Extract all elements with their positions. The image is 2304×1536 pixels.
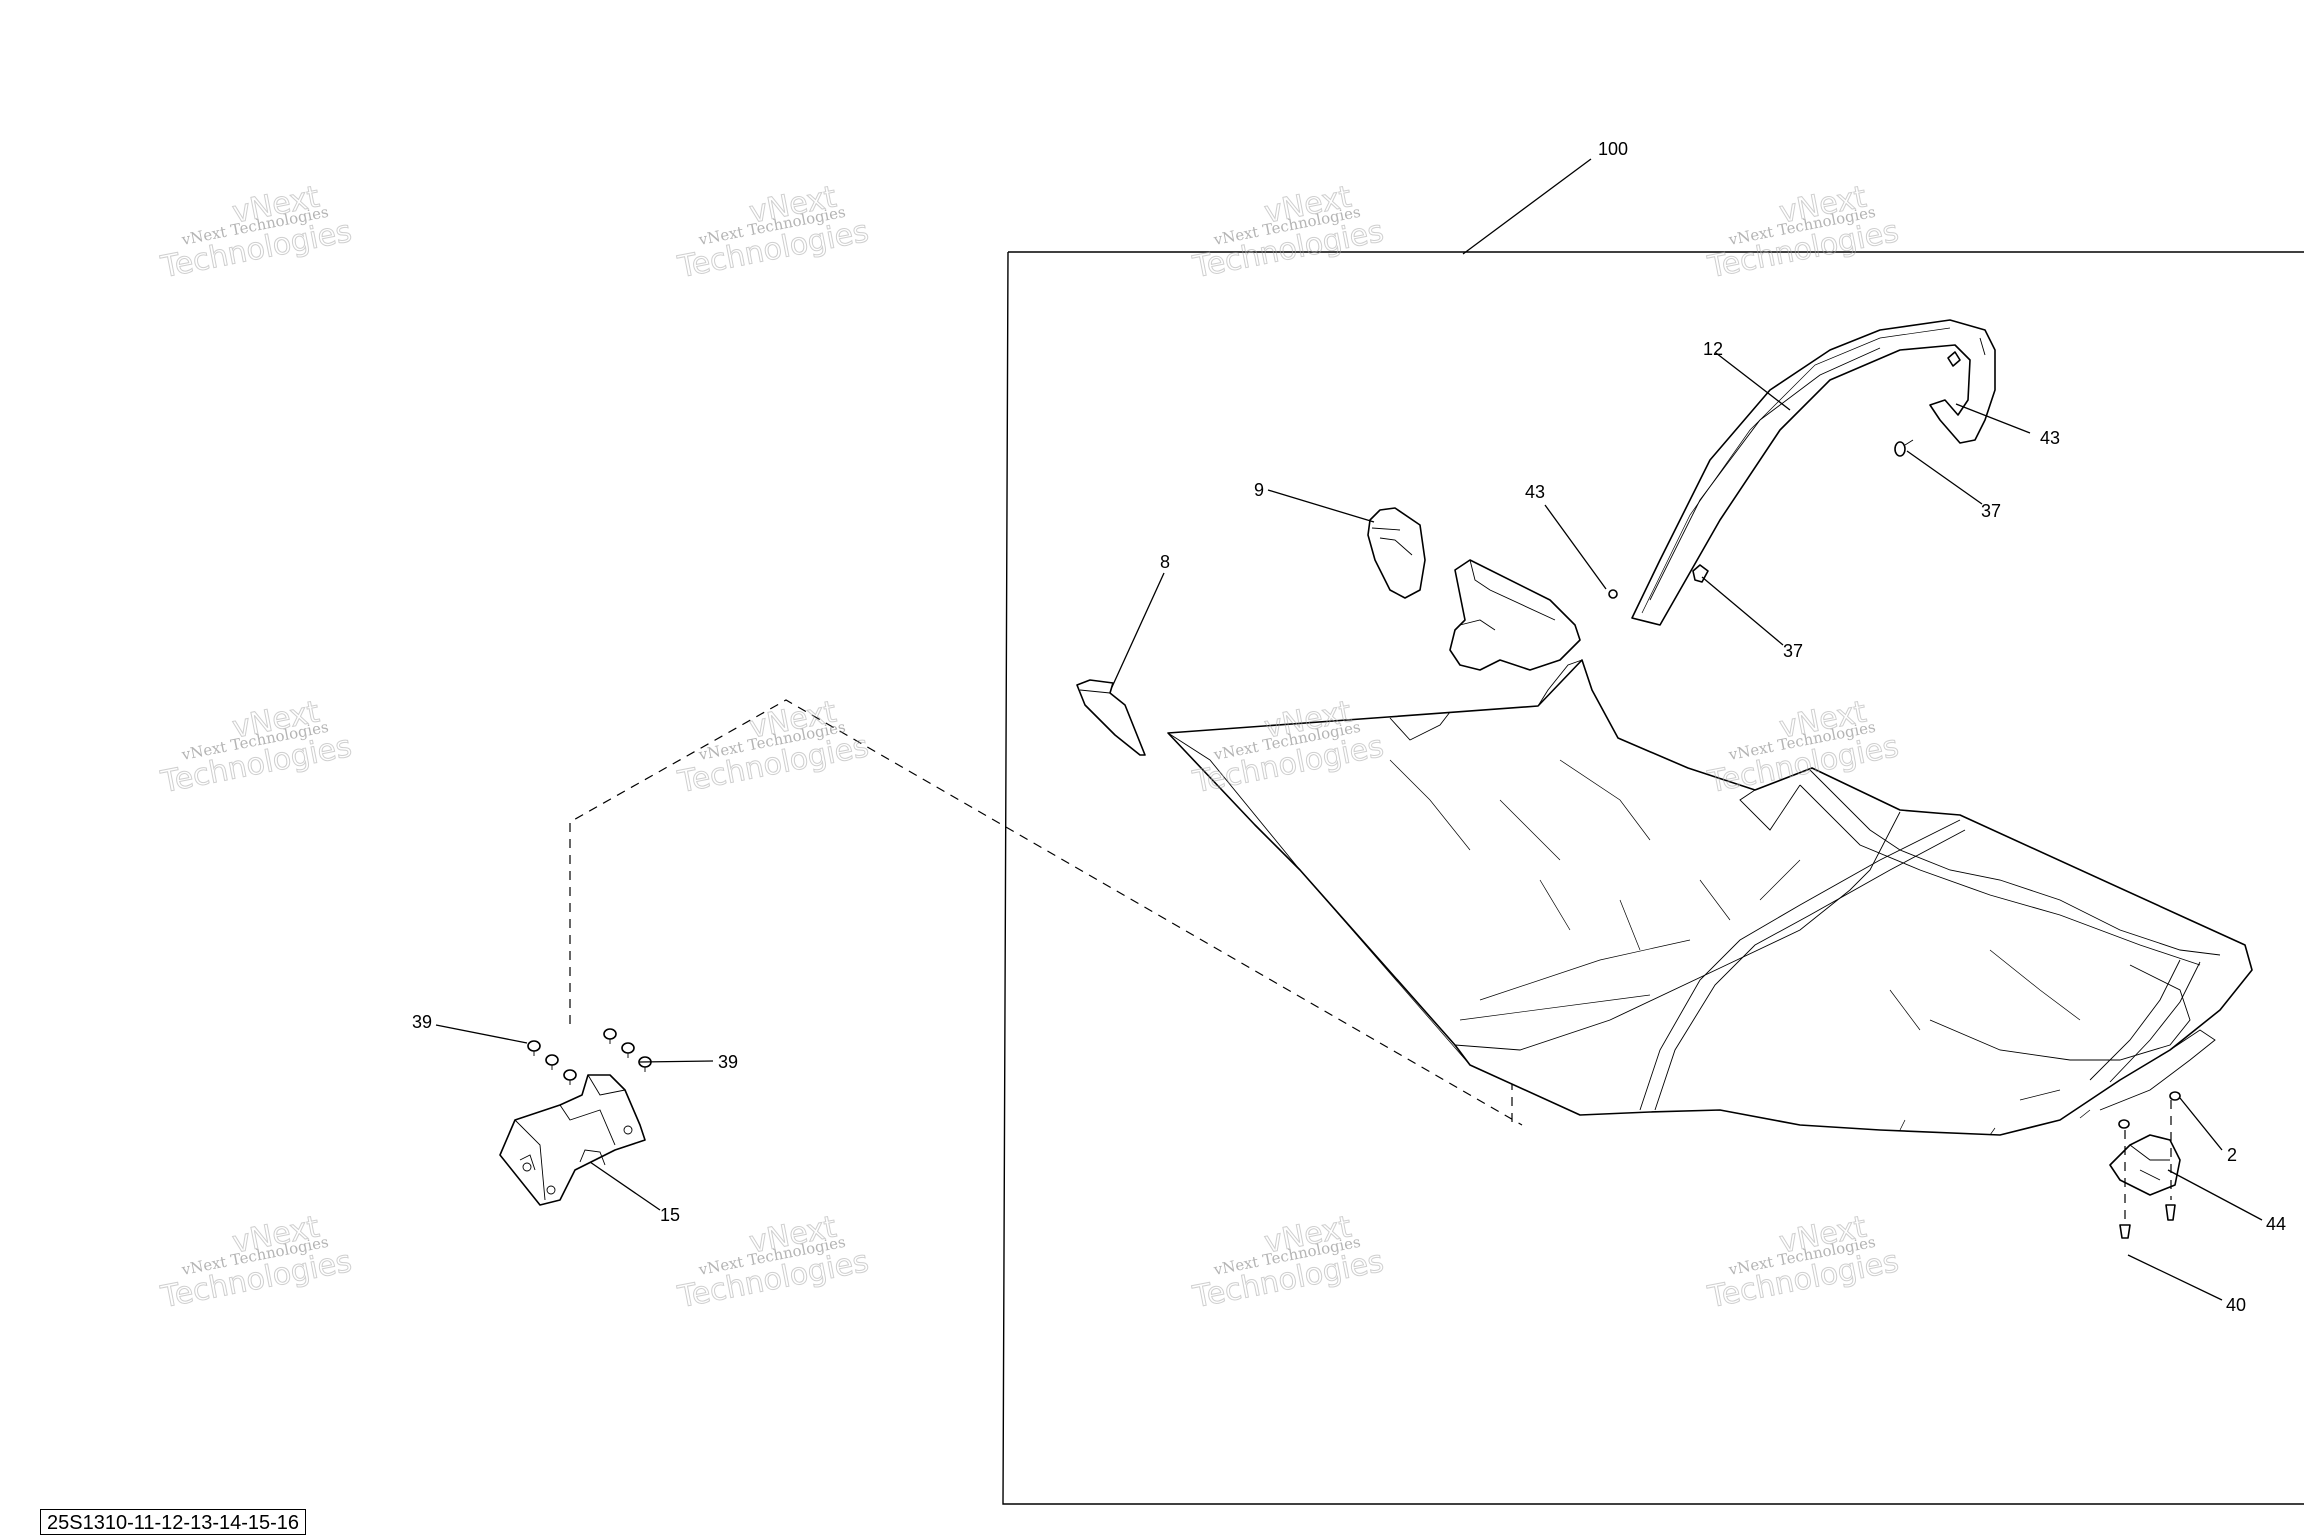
callout-44: 44 bbox=[2266, 1214, 2286, 1234]
callout-39: 39 bbox=[718, 1052, 738, 1072]
dashed-reference-line bbox=[569, 699, 1523, 1128]
fastener-37-upper bbox=[1894, 439, 1914, 457]
leader-lines bbox=[435, 158, 2263, 1301]
dashed-reference-line bbox=[2124, 1100, 2172, 1222]
callout-43: 43 bbox=[1525, 482, 1545, 502]
nuts-39 bbox=[527, 1028, 652, 1085]
screws-40 bbox=[2119, 1204, 2176, 1239]
callout-40: 40 bbox=[2226, 1295, 2246, 1315]
callout-43: 43 bbox=[2040, 428, 2060, 448]
callout-9: 9 bbox=[1254, 480, 1264, 500]
fastener-43-lower bbox=[1608, 589, 1618, 599]
part-44-latch bbox=[2109, 1134, 2181, 1196]
seat-assembly bbox=[1167, 659, 2253, 1136]
part-9-trim-piece bbox=[1367, 507, 1426, 599]
backrest-support bbox=[1449, 559, 1581, 671]
assembly-frame bbox=[1002, 251, 2304, 1505]
part-15-bracket bbox=[499, 1074, 646, 1206]
callout-100: 100 bbox=[1598, 139, 1628, 159]
callout-37: 37 bbox=[1981, 501, 2001, 521]
fastener-37-lower bbox=[1692, 564, 1709, 583]
washer-2 bbox=[2118, 1091, 2181, 1129]
watermarks: vNext Technologies vNext Technologies vN… bbox=[157, 179, 1902, 1316]
part-8-trim-piece bbox=[1076, 679, 1146, 756]
callout-2: 2 bbox=[2227, 1145, 2237, 1165]
callout-39: 39 bbox=[412, 1012, 432, 1032]
part-12-grab-strap bbox=[1631, 319, 1996, 626]
callout-37: 37 bbox=[1783, 641, 1803, 661]
callout-8: 8 bbox=[1160, 552, 1170, 572]
fastener-43-upper bbox=[1947, 351, 1961, 367]
drawing-code: 25S1310-11-12-13-14-15-16 bbox=[40, 1509, 307, 1535]
callout-15: 15 bbox=[660, 1205, 680, 1225]
callout-12: 12 bbox=[1703, 339, 1723, 359]
